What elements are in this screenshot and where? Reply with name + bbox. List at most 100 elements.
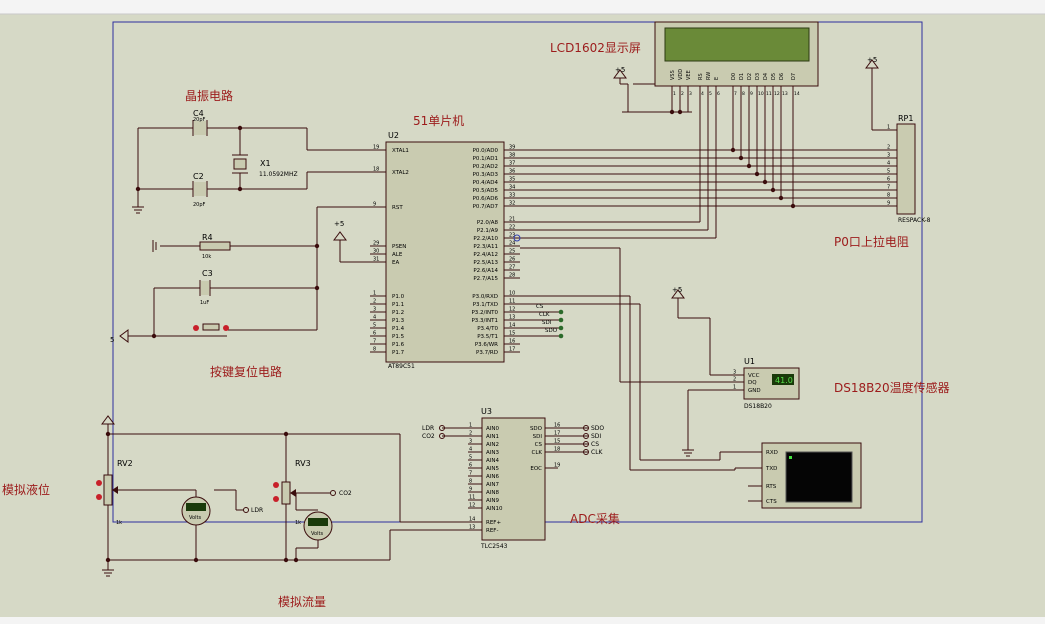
mcu-pin-label: PSEN xyxy=(392,244,406,250)
net-terminal xyxy=(583,425,589,431)
adc-pin-number: 8 xyxy=(469,479,472,485)
lcd-pin-number: 12 xyxy=(774,91,780,97)
mcu-pin-number: 27 xyxy=(509,265,515,271)
u1-pin-label: VCC xyxy=(748,373,760,379)
mcu-pin-number: 34 xyxy=(509,185,515,191)
crystal-x1[interactable] xyxy=(232,154,248,174)
u1-pin-number: 3 xyxy=(733,370,736,376)
mcu-pin-label: P2.4/A12 xyxy=(473,252,498,258)
mcu-pin-number: 39 xyxy=(509,145,515,151)
r4-value: 10k xyxy=(202,254,211,260)
voltmeter-flow[interactable]: Volts xyxy=(303,511,333,541)
potentiometer-rv3[interactable] xyxy=(273,481,296,505)
mcu-pin-label: P0.3/AD3 xyxy=(473,172,499,178)
mcu-pin-number: 13 xyxy=(509,315,515,321)
adc-pin-number: 18 xyxy=(554,447,560,453)
adc-pin-label: SDO xyxy=(530,426,543,432)
lcd-pin-number: 13 xyxy=(782,91,788,97)
rv2-value: 1k xyxy=(116,520,122,526)
adc-pin-label: EOC xyxy=(530,466,542,472)
mcu-pin-number: 6 xyxy=(373,331,376,337)
terminal-pin-label: TXD xyxy=(765,466,777,472)
mcu-pin-label: EA xyxy=(392,260,399,266)
mcu-pin-number: 3 xyxy=(373,307,376,313)
potentiometer-rv2[interactable] xyxy=(96,474,118,506)
mcu-pin-label: XTAL1 xyxy=(392,148,409,154)
net-label-sdi: SDI xyxy=(591,433,601,440)
rp1-pin-number: 3 xyxy=(887,153,890,159)
power-label-u1: +5 xyxy=(672,286,682,294)
mcu-pin-number: 15 xyxy=(509,331,515,337)
lcd-pin-number: 6 xyxy=(717,91,720,97)
mcu-pin-number: 28 xyxy=(509,273,515,279)
x1-ref: X1 xyxy=(260,159,271,168)
adc-pin-number: 15 xyxy=(554,439,560,445)
adc-pin-number: 19 xyxy=(554,463,560,469)
mcu-pin-label: P0.4/AD4 xyxy=(473,180,499,186)
lcd-pin-label: D5 xyxy=(771,73,777,80)
adc-ref: U3 xyxy=(481,407,492,416)
adc-pin-number: 17 xyxy=(554,431,560,437)
terminal-pin-label: RXD xyxy=(766,450,778,456)
terminal-pin-label: RTS xyxy=(766,484,777,490)
adc-pin-label: AIN8 xyxy=(486,490,499,496)
adc-part: TLC2543 xyxy=(480,543,508,550)
voltmeter-level[interactable]: Volts xyxy=(181,496,211,526)
lcd1602[interactable]: VSS1VDD2VEE3RS4RW5E6D07D18D29D310D411D51… xyxy=(654,21,819,97)
mcu-pin-label: P2.7/A15 xyxy=(473,276,498,282)
adc-pin-number: 4 xyxy=(469,447,472,453)
capacitor-c3[interactable] xyxy=(199,280,211,296)
adc-pin-number: 6 xyxy=(469,463,472,469)
mcu-pin-number: 29 xyxy=(373,241,379,247)
rp1-pin-number: 9 xyxy=(887,201,890,207)
lcd-pin-label: D4 xyxy=(763,73,769,80)
resistor-r4[interactable] xyxy=(199,241,231,251)
rp1-pin-number: 6 xyxy=(887,177,890,183)
mcu-pin-label: P0.5/AD5 xyxy=(473,188,499,194)
probe-marker[interactable] xyxy=(513,234,521,242)
adc-pin-label: SDI xyxy=(533,434,543,440)
mcu-pin-number: 1 xyxy=(373,291,376,297)
mcu-pin-number: 11 xyxy=(509,299,515,305)
capacitor-c4[interactable] xyxy=(192,120,208,136)
u1-pin-label: GND xyxy=(748,388,761,394)
mcu-pin-number: 24 xyxy=(509,241,515,247)
net-label-clk: CLK xyxy=(591,449,604,456)
mcu-pin-number: 36 xyxy=(509,169,515,175)
lcd-pin-number: 7 xyxy=(734,91,737,97)
net-label-sdo: SDO xyxy=(591,425,604,432)
adc-tlc2543[interactable]: U3 TLC2543 1AIN02AIN13AIN24AIN35AIN46AIN… xyxy=(468,407,560,550)
adc-pin-label: AIN3 xyxy=(486,450,499,456)
capacitor-c2[interactable] xyxy=(192,181,208,197)
mcu-pin-number: 22 xyxy=(509,225,515,231)
mcu-pin-number: 37 xyxy=(509,161,515,167)
mcu-pin-label: P3.2/INT0 xyxy=(471,310,498,316)
net-terminal xyxy=(439,433,445,439)
mcu-part: AT89C51 xyxy=(388,363,415,370)
mcu-pin-label: P3.7/RD xyxy=(476,350,498,356)
mcu-pin-number: 23 xyxy=(509,233,515,239)
net-label-clk: CLK xyxy=(539,312,550,318)
mcu-at89c51[interactable]: U2 AT89C51 19XTAL118XTAL29RST29PSEN30ALE… xyxy=(370,131,521,370)
mcu-pin-label: P3.4/T0 xyxy=(477,326,498,332)
rp1-pin-number: 4 xyxy=(887,161,890,167)
adc-pin-label: AIN1 xyxy=(486,434,499,440)
ds18b20-title: DS18B20温度传感器 xyxy=(834,380,950,395)
reset-button[interactable] xyxy=(190,323,229,337)
window-bottom-strip xyxy=(0,617,1045,624)
adc-pin-number: 11 xyxy=(469,495,475,501)
c3-ref: C3 xyxy=(202,269,213,278)
lcd-pin-number: 4 xyxy=(701,91,704,97)
rp1-part: RESPACK-8 xyxy=(898,217,931,224)
mcu-pin-label: P0.6/AD6 xyxy=(473,196,499,202)
lcd-pin-label: D3 xyxy=(755,73,761,80)
crystal-title: 晶振电路 xyxy=(185,88,233,103)
mcu-pin-label: P3.1/TXD xyxy=(473,302,498,308)
adc-pin-label: AIN2 xyxy=(486,442,499,448)
mcu-pin-label: P3.6/WR xyxy=(475,342,498,348)
